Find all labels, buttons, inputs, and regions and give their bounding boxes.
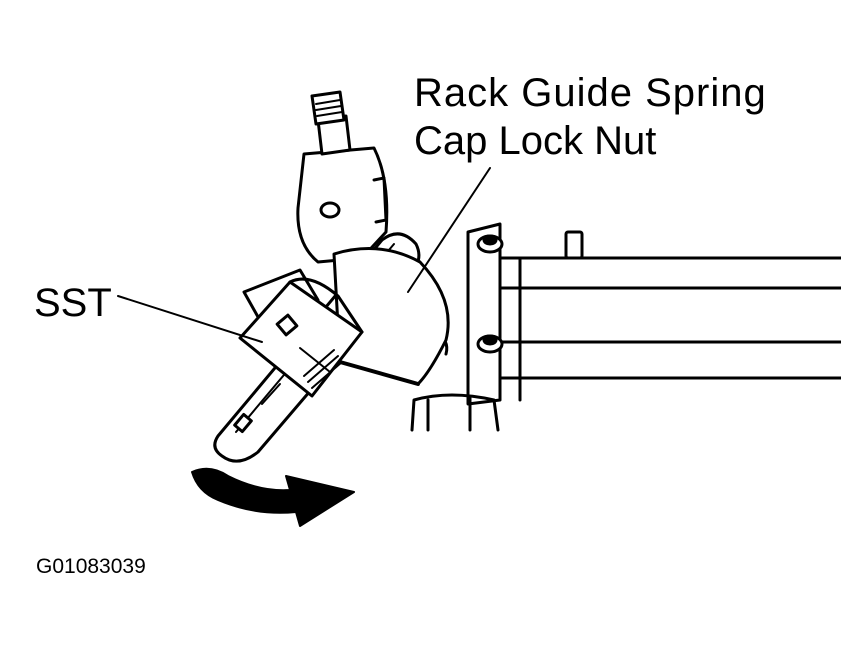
lower-mount	[410, 393, 500, 432]
steering-gear-body	[242, 90, 389, 326]
figure-id: G01083039	[36, 555, 146, 578]
lock-nut-label-line1: Rack Guide Spring	[414, 71, 767, 115]
lock-nut-label-line2: Cap Lock Nut	[414, 119, 657, 163]
sst-leader-line	[117, 295, 263, 343]
frame-bolt-upper	[476, 234, 504, 254]
frame-bolt-lower	[476, 334, 504, 354]
sst-label: SST	[34, 281, 112, 325]
gear-housing-frame	[466, 222, 841, 406]
rotation-direction-arrow	[191, 467, 355, 527]
sst-clamp-block	[238, 277, 364, 398]
lock-nut-leader-line	[407, 167, 491, 293]
